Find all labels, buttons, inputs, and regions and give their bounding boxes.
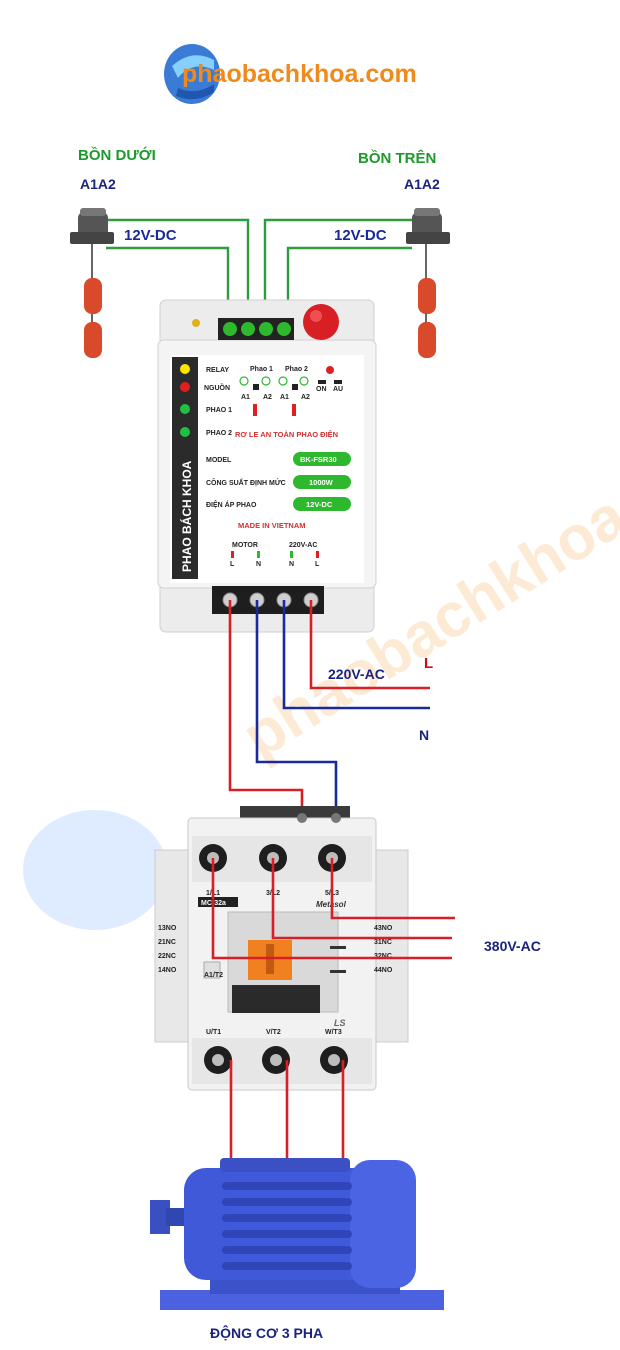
terminal-motor-n: N <box>256 561 261 568</box>
aux-left-3: 14NO <box>158 967 177 974</box>
lower-tank-voltage: 12V-DC <box>124 227 177 244</box>
power-voltage-label: 220V-AC <box>328 666 385 682</box>
aux-left-0: 13NO <box>158 925 177 932</box>
contactor-logo: LS <box>334 1018 346 1028</box>
spec-power-value: 1000W <box>309 478 334 487</box>
aux-right-2: 32NC <box>374 953 392 960</box>
contactor-coil-label: A1/T2 <box>204 972 223 979</box>
led-power-icon <box>180 382 190 392</box>
terminal-motor-l: L <box>230 561 235 568</box>
indicator-relay: RELAY <box>206 367 229 374</box>
relay-side-strip <box>172 357 198 579</box>
motor-terminal-box <box>220 1158 350 1172</box>
float2-terminal-a1: A1 <box>280 394 289 401</box>
watermark-logo-icon <box>23 810 167 930</box>
upper-float-upper <box>418 278 436 314</box>
lower-float-upper <box>84 278 102 314</box>
motor-base <box>160 1290 444 1310</box>
indicator-float1: PHAO 1 <box>206 407 232 414</box>
float1-header: Phao 1 <box>250 366 273 373</box>
float2-header: Phao 2 <box>285 366 308 373</box>
relay-float-terminal-block <box>218 318 294 340</box>
aux-right: 43NO 31NC 32NC 44NO <box>374 925 393 974</box>
relay-unit: PHAO BÁCH KHOA RELAY NGUỒN PHAO 1 PHAO 2… <box>157 299 377 633</box>
aux-right-3: 44NO <box>374 967 393 974</box>
aux-left: 13NO 21NC 22NC 14NO <box>158 925 177 974</box>
brand-logo: phaobachkhoa.com <box>164 44 417 104</box>
spec-voltage-value: 12V-DC <box>306 500 333 509</box>
terminal-supply-l: L <box>315 561 320 568</box>
aux-right-0: 43NO <box>374 925 393 932</box>
indicator-power: NGUỒN <box>204 382 230 392</box>
spec-voltage-label: ĐIỆN ÁP PHAO <box>206 500 257 509</box>
spec-model-label: MODEL <box>206 457 232 464</box>
reset-button[interactable] <box>303 304 339 340</box>
motor-shaft <box>150 1200 170 1234</box>
motor-label: ĐỘNG CƠ 3 PHA <box>210 1324 323 1341</box>
spec-model-pill <box>293 452 351 466</box>
power-neutral-label: N <box>419 727 429 743</box>
three-phase-motor <box>150 1158 444 1310</box>
contactor-terminal-t2: V/T2 <box>266 1029 281 1036</box>
motor-wires <box>229 1060 345 1168</box>
upper-tank-title: BỒN TRÊN <box>358 149 436 167</box>
lower-tank-title: BỒN DƯỚI <box>78 146 156 164</box>
spec-power-label: CÔNG SUẤT ĐỊNH MỨC <box>206 477 286 487</box>
upper-tank-voltage: 12V-DC <box>334 227 387 244</box>
contactor-bottom-terminals <box>204 1046 348 1074</box>
led-float1-icon <box>180 404 190 414</box>
supply-voltage-label: 380V-AC <box>484 938 541 954</box>
group-motor: MOTOR <box>232 542 258 549</box>
contactor-terminal-t1: U/T1 <box>206 1029 221 1036</box>
switch-auto-label: AU <box>333 386 343 393</box>
relay-status-led-icon <box>192 319 200 327</box>
upper-float-switch <box>406 208 450 358</box>
spec-voltage-pill <box>293 497 351 511</box>
led-float2-icon <box>180 427 190 437</box>
aux-right-1: 31NC <box>374 939 392 946</box>
lower-float-lower <box>84 322 102 358</box>
mode-led-icon <box>326 366 334 374</box>
led-relay-icon <box>180 364 190 374</box>
float2-terminal-a2: A2 <box>301 394 310 401</box>
relay-origin: MADE IN VIETNAM <box>238 521 306 530</box>
upper-float-lower <box>418 322 436 358</box>
spec-model-value: BK-FSR30 <box>300 455 337 464</box>
relay-product-name: RƠ LE AN TOÀN PHAO ĐIỆN <box>235 430 338 439</box>
group-220v: 220V-AC <box>289 542 317 549</box>
logo-text: phaobachkhoa.com <box>182 60 417 88</box>
indicator-float2: PHAO 2 <box>206 430 232 437</box>
spec-power-pill <box>293 475 351 489</box>
lower-tank-terminals: A1A2 <box>80 176 116 192</box>
aux-left-2: 22NC <box>158 953 176 960</box>
float1-terminal-a2: A2 <box>263 394 272 401</box>
power-line-label: L <box>424 655 433 672</box>
power-wires <box>228 600 430 818</box>
three-phase-supply-wires <box>211 858 455 960</box>
upper-tank-terminals: A1A2 <box>404 176 440 192</box>
float1-terminal-a1: A1 <box>241 394 250 401</box>
terminal-supply-n: N <box>289 561 294 568</box>
relay-side-label: PHAO BÁCH KHOA <box>179 460 194 572</box>
aux-left-1: 21NC <box>158 939 176 946</box>
contactor: 1/L1 3/L2 5/L3 MC-32a Metasol A1/T2 13NO… <box>154 806 409 1091</box>
lower-float-switch <box>70 208 114 358</box>
switch-on-label: ON <box>316 386 327 393</box>
contactor-terminal-t3: W/T3 <box>325 1029 342 1036</box>
